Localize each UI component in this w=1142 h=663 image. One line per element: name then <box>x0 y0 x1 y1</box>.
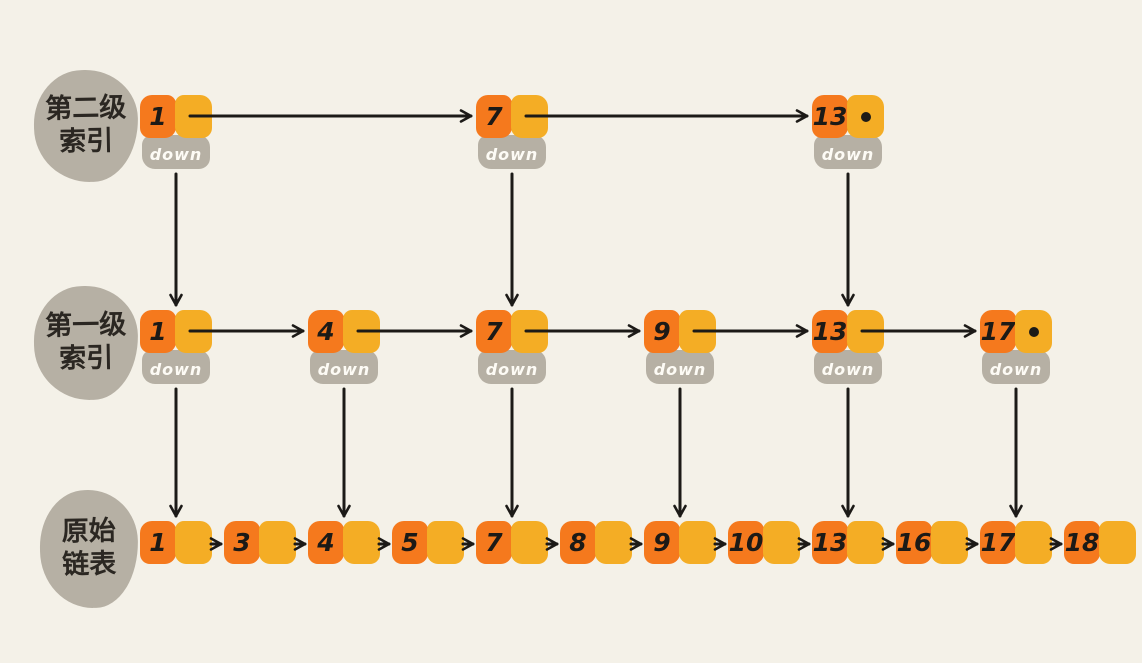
node-value: 1 <box>149 102 167 131</box>
node-pointer-box <box>595 521 632 564</box>
node-value-box: 10 <box>728 521 764 564</box>
row-label-line: 原始 <box>61 515 116 548</box>
node-pointer-box <box>679 310 716 353</box>
node-pointer-box <box>175 95 212 138</box>
node-value: 4 <box>317 317 335 346</box>
down-pointer: down <box>142 135 210 169</box>
node-value-box: 1 <box>140 521 176 564</box>
down-pointer: down <box>142 350 210 384</box>
down-pointer: down <box>814 135 882 169</box>
node-value: 17 <box>980 317 1016 346</box>
node-value: 10 <box>728 528 764 557</box>
node-pointer-box <box>1099 521 1136 564</box>
node-value: 13 <box>812 102 848 131</box>
node-pointer-box <box>679 521 716 564</box>
node-value-box: 9 <box>644 310 680 353</box>
down-pointer: down <box>478 350 546 384</box>
node-pointer-box <box>343 521 380 564</box>
null-pointer-dot <box>1028 326 1039 337</box>
node-value-box: 4 <box>308 310 344 353</box>
node-pointer-box <box>847 521 884 564</box>
node-value-box: 3 <box>224 521 260 564</box>
node-value-box: 7 <box>476 95 512 138</box>
node-pointer-box <box>511 521 548 564</box>
node-value: 7 <box>485 102 503 131</box>
row-label-line: 索引 <box>59 125 114 158</box>
node-pointer-box <box>343 310 380 353</box>
row-label-base: 原始链表 <box>38 489 140 609</box>
node-pointer-box <box>1015 521 1052 564</box>
node-value-box: 16 <box>896 521 932 564</box>
down-pointer: down <box>646 350 714 384</box>
node-value: 4 <box>317 528 335 557</box>
down-pointer: down <box>310 350 378 384</box>
node-pointer-box <box>511 310 548 353</box>
node-pointer-box <box>1015 310 1052 353</box>
down-pointer: down <box>982 350 1050 384</box>
node-value: 9 <box>653 317 671 346</box>
node-pointer-box <box>931 521 968 564</box>
node-value-box: 7 <box>476 310 512 353</box>
node-value: 8 <box>569 528 587 557</box>
node-value-box: 7 <box>476 521 512 564</box>
row-label-line: 第二级 <box>44 92 127 125</box>
row-label-line: 链表 <box>62 548 117 581</box>
node-value-box: 13 <box>812 521 848 564</box>
node-value: 9 <box>653 528 671 557</box>
row-label-line: 索引 <box>59 342 114 375</box>
node-value: 1 <box>149 528 167 557</box>
node-value: 13 <box>812 528 848 557</box>
node-value: 5 <box>401 528 419 557</box>
node-value: 7 <box>485 528 503 557</box>
row-label-level2: 第二级索引 <box>33 69 139 183</box>
node-pointer-box <box>847 95 884 138</box>
node-value: 1 <box>149 317 167 346</box>
null-pointer-dot <box>860 111 871 122</box>
node-value: 16 <box>896 528 932 557</box>
node-pointer-box <box>175 521 212 564</box>
down-pointer: down <box>478 135 546 169</box>
node-pointer-box <box>847 310 884 353</box>
node-value-box: 1 <box>140 310 176 353</box>
down-pointer: down <box>814 350 882 384</box>
node-pointer-box <box>427 521 464 564</box>
node-pointer-box <box>511 95 548 138</box>
node-value: 18 <box>1064 528 1100 557</box>
row-label-level1: 第一级索引 <box>33 285 139 401</box>
node-value-box: 4 <box>308 521 344 564</box>
row-label-line: 第一级 <box>44 309 127 342</box>
node-value: 3 <box>233 528 251 557</box>
node-value-box: 13 <box>812 310 848 353</box>
node-value: 7 <box>485 317 503 346</box>
node-value-box: 18 <box>1064 521 1100 564</box>
node-pointer-box <box>259 521 296 564</box>
node-pointer-box <box>175 310 212 353</box>
node-value: 13 <box>812 317 848 346</box>
node-value-box: 8 <box>560 521 596 564</box>
node-value-box: 9 <box>644 521 680 564</box>
node-value-box: 5 <box>392 521 428 564</box>
node-value-box: 17 <box>980 521 1016 564</box>
node-value-box: 17 <box>980 310 1016 353</box>
node-value-box: 13 <box>812 95 848 138</box>
node-value: 17 <box>980 528 1016 557</box>
node-pointer-box <box>763 521 800 564</box>
node-value-box: 1 <box>140 95 176 138</box>
